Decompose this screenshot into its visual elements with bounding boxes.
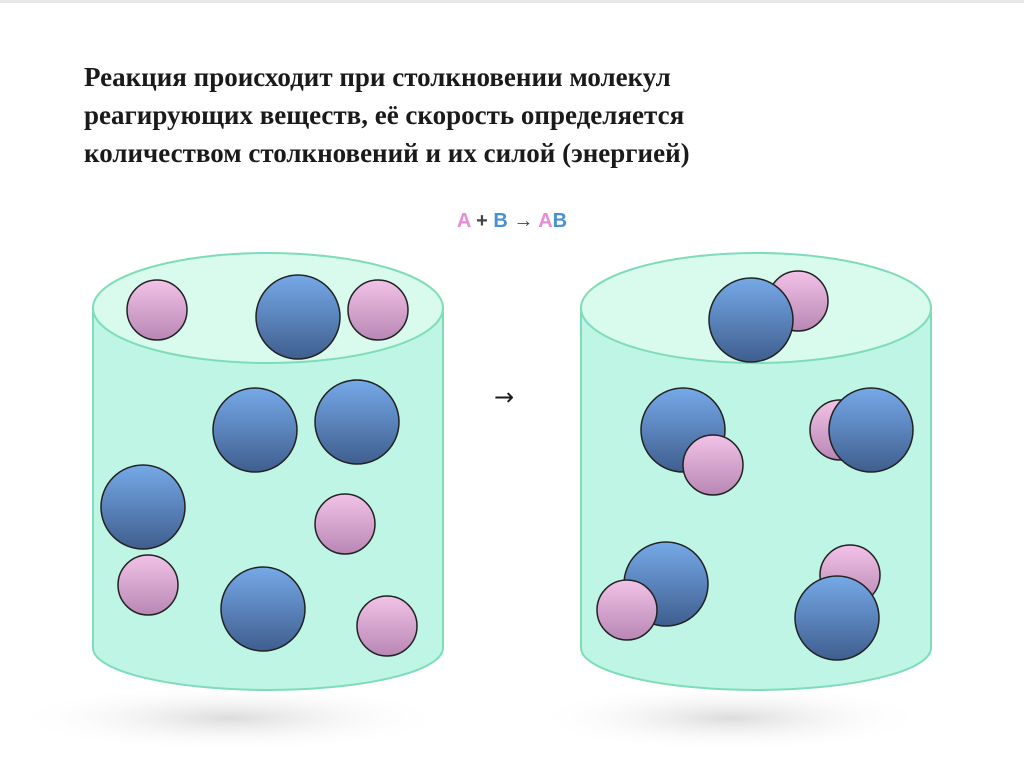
molecule-b (100, 464, 186, 550)
molecule-b (708, 277, 794, 363)
left-cylinder-shadow (10, 684, 450, 752)
title-line-1: Реакция происходит при столкновении моле… (84, 62, 671, 92)
molecule-b (794, 575, 880, 661)
right-cylinder-shadow (530, 684, 930, 752)
arrow-right-icon: → (494, 383, 515, 411)
molecule-a (682, 434, 744, 496)
molecule-a (126, 279, 188, 341)
title-line-3: количеством столкновений и их силой (эне… (84, 138, 690, 168)
slide-title: Реакция происходит при столкновении моле… (84, 58, 944, 172)
molecule-a (596, 579, 658, 641)
molecule-b (212, 387, 298, 473)
left-molecules (100, 274, 418, 657)
molecule-a (347, 279, 409, 341)
molecule-a (117, 554, 179, 616)
top-divider (0, 0, 1024, 3)
equation-arrow: → (513, 210, 534, 232)
equation-product-a: A (538, 210, 553, 232)
molecule-a (314, 493, 376, 555)
equation-product-b: B (552, 210, 568, 232)
equation-plus: + (476, 210, 488, 232)
title-line-2: реагирующих веществ, её скорость определ… (84, 100, 685, 130)
molecule-a (356, 595, 418, 657)
equation-reactant-a: A (456, 210, 471, 232)
molecule-b (220, 566, 306, 652)
molecule-b (314, 379, 400, 465)
molecule-b (828, 387, 914, 473)
right-molecules (596, 270, 914, 661)
equation-reactant-b: B (493, 210, 508, 232)
reaction-equation: A + B → AB (0, 210, 1024, 233)
molecule-b (255, 274, 341, 360)
